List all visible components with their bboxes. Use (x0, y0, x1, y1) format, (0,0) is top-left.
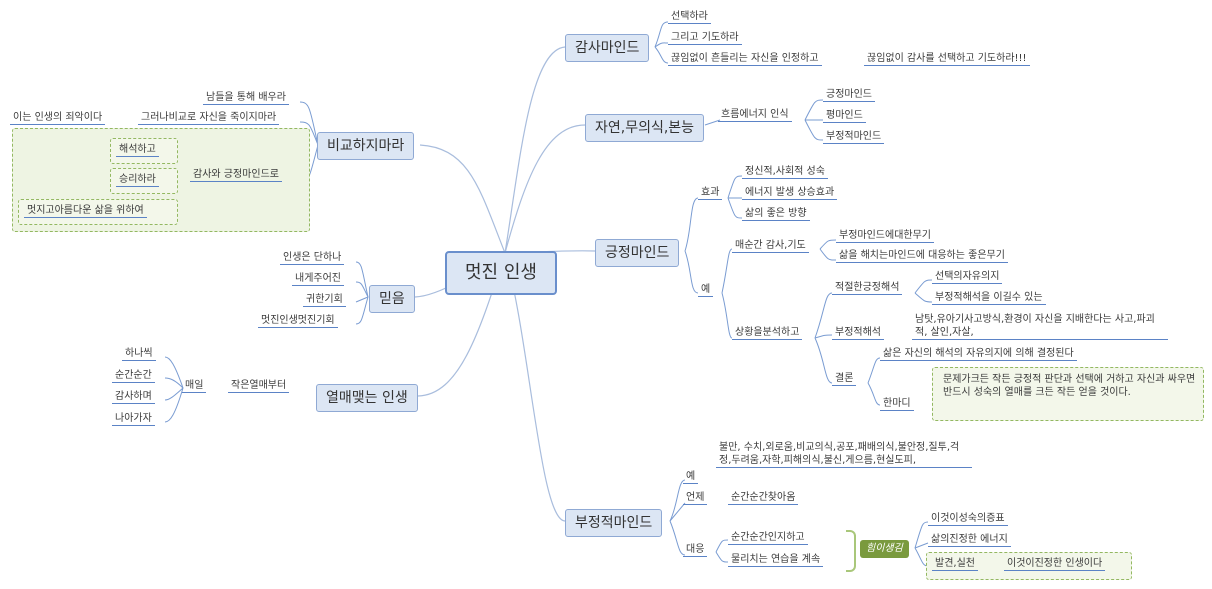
branch-negative[interactable]: 부정적마인드 (565, 509, 663, 537)
conclusion[interactable]: 결론 (832, 372, 857, 386)
negative-interpretation-text[interactable]: 남탓,유아기사고방식,환경이 자신을 지배한다는 사고,파괴적, 살인,자살, (912, 313, 1168, 340)
instant-gratitude[interactable]: 매순간 감사,기도 (732, 239, 809, 253)
compare-but[interactable]: 그러나비교로 자신을 죽이지마라 (138, 111, 280, 125)
attitude-item-2[interactable]: 승리하라 (116, 173, 159, 187)
negative-interpretation[interactable]: 부정적해석 (832, 326, 884, 340)
tag-item-1[interactable]: 이것이성숙의증표 (928, 512, 1008, 526)
faith-item-4[interactable]: 멋진인생멋진기회 (258, 314, 338, 328)
one-word-box (932, 367, 1204, 421)
attitude-box-3 (18, 199, 178, 225)
daily-item-4[interactable]: 나아가자 (112, 412, 155, 426)
conclusion-text[interactable]: 삶은 자신의 해석의 자유의지에 의해 결정된다 (880, 347, 1077, 361)
strength-tag[interactable]: 힘이생김 (860, 540, 909, 558)
branch-positive[interactable]: 긍정마인드 (595, 239, 680, 267)
proper-item-2[interactable]: 부정적해석을 이길수 있는 (932, 291, 1046, 305)
faith-item-1[interactable]: 인생은 단하나 (280, 251, 345, 265)
negative-example-text[interactable]: 불만, 수치,외로움,비교의식,공포,패배의식,불안정,질투,걱정,두려움,자학… (716, 441, 972, 468)
effect-item-3[interactable]: 삶의 좋은 방향 (742, 207, 810, 221)
attitude-item-3[interactable]: 멋지고아름다운 삶을 위하여 (24, 204, 147, 218)
practice-box (926, 552, 1132, 580)
negative-response[interactable]: 대응 (683, 543, 708, 557)
faith-item-2[interactable]: 내게주어진 (292, 272, 344, 286)
negative-when[interactable]: 언제 (683, 491, 708, 505)
instant-item-1[interactable]: 부정마인드에대한무기 (836, 229, 934, 243)
root-topic[interactable]: 멋진 인생 (445, 251, 557, 295)
branch-compare[interactable]: 비교하지마라 (317, 132, 415, 160)
gratitude-item-3[interactable]: 끊임없이 흔들리는 자신을 인정하고 (668, 52, 822, 66)
response-brace (846, 530, 856, 572)
proper-item-1[interactable]: 선택의자유의지 (932, 270, 1003, 284)
branch-fruit[interactable]: 열매맺는 인생 (316, 384, 418, 412)
response-item-1[interactable]: 순간순간인지하고 (728, 531, 808, 545)
branch-nature[interactable]: 자연,무의식,본능 (585, 114, 705, 142)
positive-example[interactable]: 예 (698, 283, 714, 297)
compare-learn[interactable]: 남들을 통해 배우라 (203, 91, 289, 105)
faith-item-3[interactable]: 귀한기회 (303, 293, 346, 307)
response-item-2[interactable]: 물리치는 연습을 계속 (728, 553, 824, 567)
compare-attitude[interactable]: 감사와 긍정마인드로 (190, 168, 282, 182)
branch-gratitude[interactable]: 감사마인드 (565, 34, 650, 62)
fruit-daily[interactable]: 매일 (182, 379, 207, 393)
positive-effect[interactable]: 효과 (698, 186, 723, 200)
effect-item-1[interactable]: 정신적,사회적 성숙 (742, 165, 828, 179)
one-word-text[interactable]: 문제가크든 작든 긍정적 판단과 선택에 거하고 자신과 싸우면 반드시 성숙의… (943, 374, 1196, 398)
gratitude-item-1[interactable]: 선택하라 (668, 10, 711, 24)
compare-sin[interactable]: 이는 인생의 죄악이다 (10, 111, 106, 125)
proper-interpretation[interactable]: 적절한긍정해석 (832, 281, 903, 295)
gratitude-sub[interactable]: 끊임없이 감사를 선택하고 기도하라!!! (864, 52, 1030, 66)
nature-item-2[interactable]: 평마인드 (823, 109, 866, 123)
one-word[interactable]: 한마디 (880, 397, 914, 411)
tag-item-2[interactable]: 삶의진정한 에너지 (928, 533, 1011, 547)
daily-item-1[interactable]: 하나씩 (122, 347, 156, 361)
attitude-box-2 (110, 168, 178, 194)
daily-item-2[interactable]: 순간순간 (112, 369, 155, 383)
nature-item-3[interactable]: 부정적마인드 (823, 130, 885, 144)
negative-when-text[interactable]: 순간순간찾아옴 (728, 491, 799, 505)
gratitude-item-2[interactable]: 그리고 기도하라 (668, 31, 742, 45)
fruit-start[interactable]: 작은열매부터 (228, 379, 290, 393)
instant-item-2[interactable]: 삶을 해치는마인드에 대응하는 좋은무기 (836, 249, 1008, 263)
negative-example[interactable]: 예 (683, 470, 699, 484)
practice[interactable]: 발견,실천 (932, 557, 978, 571)
nature-item-1[interactable]: 긍정마인드 (823, 88, 875, 102)
practice-sub[interactable]: 이것이진정한 인생이다 (1004, 557, 1106, 571)
daily-item-3[interactable]: 감사하며 (112, 390, 155, 404)
nature-flow[interactable]: 흐름에너지 인식 (718, 108, 792, 122)
branch-faith[interactable]: 믿음 (369, 285, 415, 313)
effect-item-2[interactable]: 에너지 발생 상승효과 (742, 186, 838, 200)
attitude-item-1[interactable]: 해석하고 (116, 143, 159, 157)
analyze-situation[interactable]: 상황을분석하고 (732, 326, 803, 340)
attitude-box-1 (110, 138, 178, 164)
